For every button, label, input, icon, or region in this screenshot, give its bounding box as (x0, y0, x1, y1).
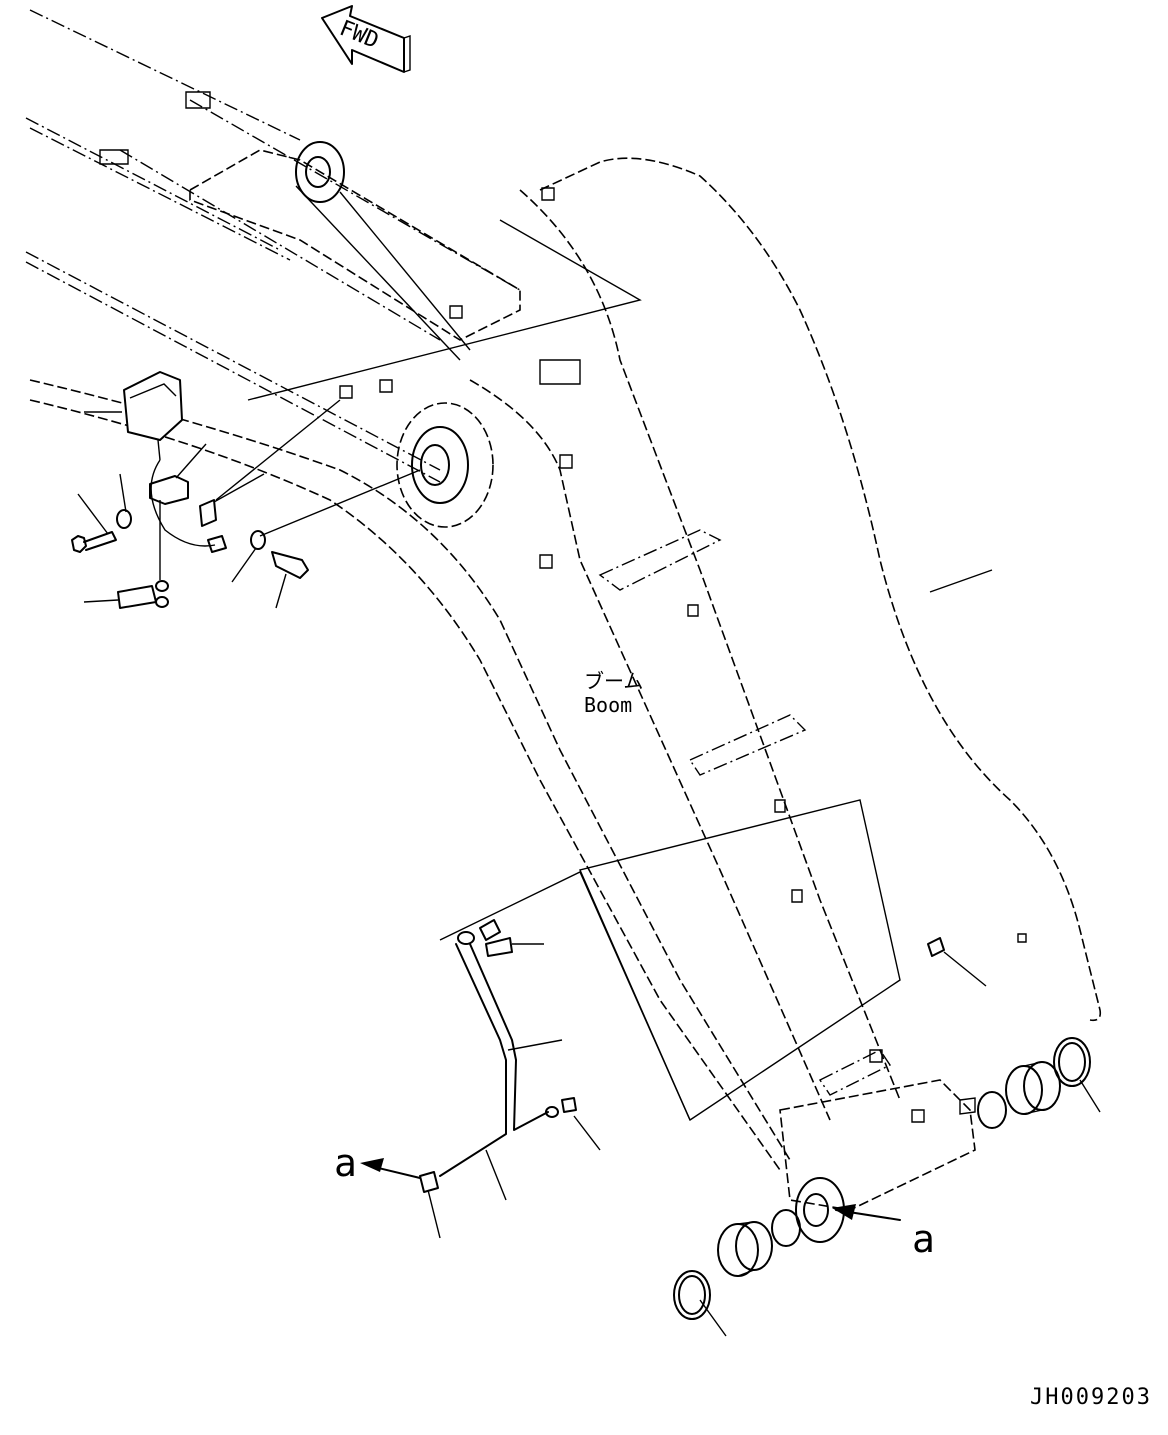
boom-outline (29, 157, 1102, 1171)
lamp-bracket (149, 475, 189, 505)
grease-fitting-icon (561, 1097, 577, 1113)
elbow-fitting-icon (419, 1171, 439, 1193)
boom-brackets (339, 187, 1027, 1123)
tip-bushings (673, 569, 1101, 1337)
detail-ref-arrows: a a (334, 1141, 935, 1261)
bolt-icon-2 (271, 551, 309, 579)
boom-label-en: Boom (584, 693, 632, 717)
boom-foot-boss (396, 402, 494, 528)
boom-tip-boss (779, 1079, 976, 1243)
work-lamp-icon (123, 371, 183, 441)
lamp-clip (199, 499, 217, 527)
detail-ref-right: a (912, 1217, 935, 1261)
bolt-icon (71, 531, 117, 553)
arm-outline (25, 9, 521, 483)
connector-icon (207, 535, 227, 553)
work-lamp-assembly (71, 371, 421, 609)
figure-code: JH009203 (1030, 1385, 1152, 1410)
boom-label: ブーム Boom (584, 669, 643, 717)
detail-ref-left: a (334, 1141, 357, 1185)
arm-link (189, 141, 521, 361)
grease-nipple-icon (927, 937, 945, 957)
boom-label-jp: ブーム (584, 669, 643, 693)
grease-line-assembly (419, 871, 987, 1239)
fwd-arrow: FWD (321, 5, 411, 73)
